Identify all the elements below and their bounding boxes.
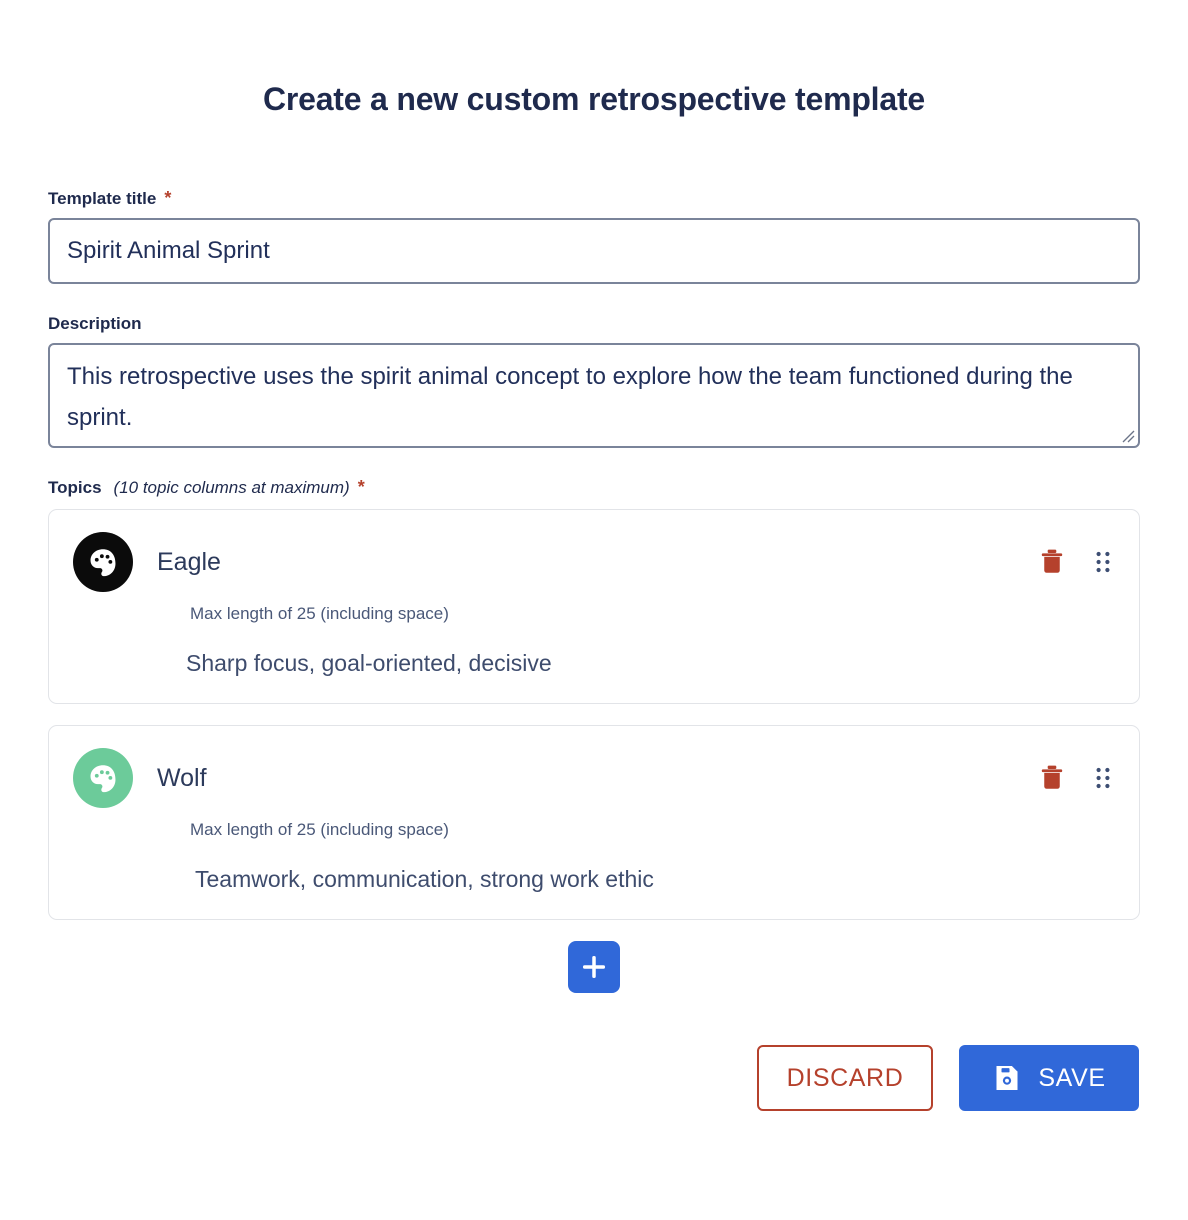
delete-topic-button[interactable]	[1039, 764, 1065, 792]
required-asterisk: *	[164, 188, 172, 209]
template-title-label: Template title *	[48, 189, 1140, 209]
topic-avatar[interactable]	[73, 748, 133, 809]
add-topic-button[interactable]	[568, 941, 620, 994]
palette-icon	[90, 549, 116, 577]
topic-name[interactable]: Eagle	[157, 548, 221, 577]
topic-length-hint: Max length of 25 (including space)	[190, 820, 449, 840]
drag-handle-button[interactable]	[1095, 766, 1111, 790]
delete-topic-button[interactable]	[1039, 548, 1065, 576]
save-button-label: SAVE	[1038, 1063, 1106, 1092]
template-form: Template title * Description This retros…	[0, 189, 1188, 1112]
drag-handle-icon	[1096, 552, 1110, 573]
topics-note: (10 topic columns at maximum)	[113, 478, 350, 498]
form-footer: DISCARD SAVE	[48, 1045, 1140, 1112]
topic-header-row: Wolf	[73, 748, 1115, 809]
topic-row-actions	[1039, 548, 1111, 576]
topic-description[interactable]: Sharp focus, goal-oriented, decisive	[186, 650, 552, 677]
topic-card: Eagle	[48, 509, 1140, 705]
drag-handle-icon	[1096, 768, 1110, 789]
page-title: Create a new custom retrospective templa…	[262, 81, 926, 118]
topic-card: Wolf	[48, 725, 1140, 921]
palette-icon	[90, 765, 116, 793]
plus-icon	[583, 956, 605, 979]
topic-name[interactable]: Wolf	[157, 764, 207, 793]
template-title-field-group: Template title *	[48, 189, 1140, 285]
discard-button[interactable]: DISCARD	[757, 1045, 933, 1112]
resize-grip-icon[interactable]	[1119, 427, 1135, 443]
trash-icon	[1041, 766, 1063, 790]
trash-icon	[1041, 550, 1063, 574]
description-textarea-value: This retrospective uses the spirit anima…	[67, 363, 1080, 432]
save-button[interactable]: SAVE	[959, 1045, 1139, 1112]
add-topic-row	[48, 941, 1140, 994]
template-title-input[interactable]	[48, 218, 1140, 285]
topic-row-actions	[1039, 764, 1111, 792]
topic-avatar[interactable]	[73, 532, 133, 593]
drag-handle-button[interactable]	[1095, 550, 1111, 574]
description-field-group: Description This retrospective uses the …	[48, 314, 1140, 449]
topics-label: Topics (10 topic columns at maximum) *	[48, 478, 1140, 498]
template-title-label-text: Template title	[48, 189, 157, 209]
description-textarea[interactable]: This retrospective uses the spirit anima…	[48, 343, 1140, 449]
save-floppy-icon	[996, 1066, 1018, 1091]
topic-description[interactable]: Teamwork, communication, strong work eth…	[195, 866, 654, 893]
topic-header-row: Eagle	[73, 532, 1115, 593]
topics-label-text: Topics	[48, 478, 102, 498]
topic-length-hint: Max length of 25 (including space)	[190, 604, 449, 624]
required-asterisk: *	[357, 477, 365, 498]
description-label-text: Description	[48, 314, 142, 334]
description-label: Description	[48, 314, 1140, 334]
